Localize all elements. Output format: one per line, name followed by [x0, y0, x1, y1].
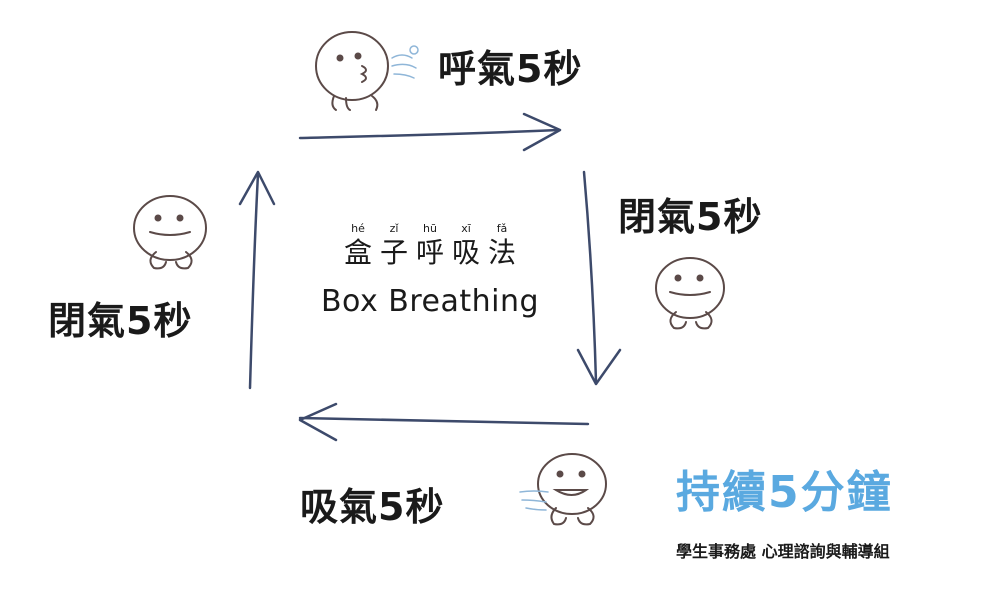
step-hold-right-label: 閉氣5秒	[618, 195, 763, 239]
arrow-up-left	[238, 170, 276, 390]
inhale-character-icon	[519, 453, 607, 526]
hanzi: 盒	[343, 236, 372, 269]
step-inhale-label: 吸氣5秒	[300, 485, 445, 529]
hanzi: 吸	[451, 236, 480, 269]
hold-breath-character-left-icon	[133, 195, 207, 270]
step-exhale-label: 呼氣5秒	[438, 47, 583, 91]
arrow-down-right	[576, 170, 622, 386]
hanzi: 子	[379, 236, 408, 269]
pinyin: hū	[423, 222, 437, 235]
english-title: Box Breathing	[320, 284, 540, 319]
hanzi: 法	[487, 236, 516, 269]
exhale-character-icon	[315, 31, 419, 111]
arrow-right-top	[298, 112, 562, 152]
pinyin: fǎ	[496, 222, 508, 235]
pinyin: hé	[351, 222, 365, 235]
pinyin: zǐ	[389, 222, 399, 235]
step-hold-left-label: 閉氣5秒	[48, 299, 193, 343]
hanzi: 呼	[415, 236, 444, 269]
organization-name: 學生事務處 心理諮詢與輔導組	[676, 542, 890, 561]
brand-title: 持續5分鐘	[676, 467, 893, 518]
arrow-left-bottom	[298, 402, 590, 442]
hold-breath-character-right-icon	[655, 257, 725, 330]
pinyin: xī	[461, 222, 471, 235]
